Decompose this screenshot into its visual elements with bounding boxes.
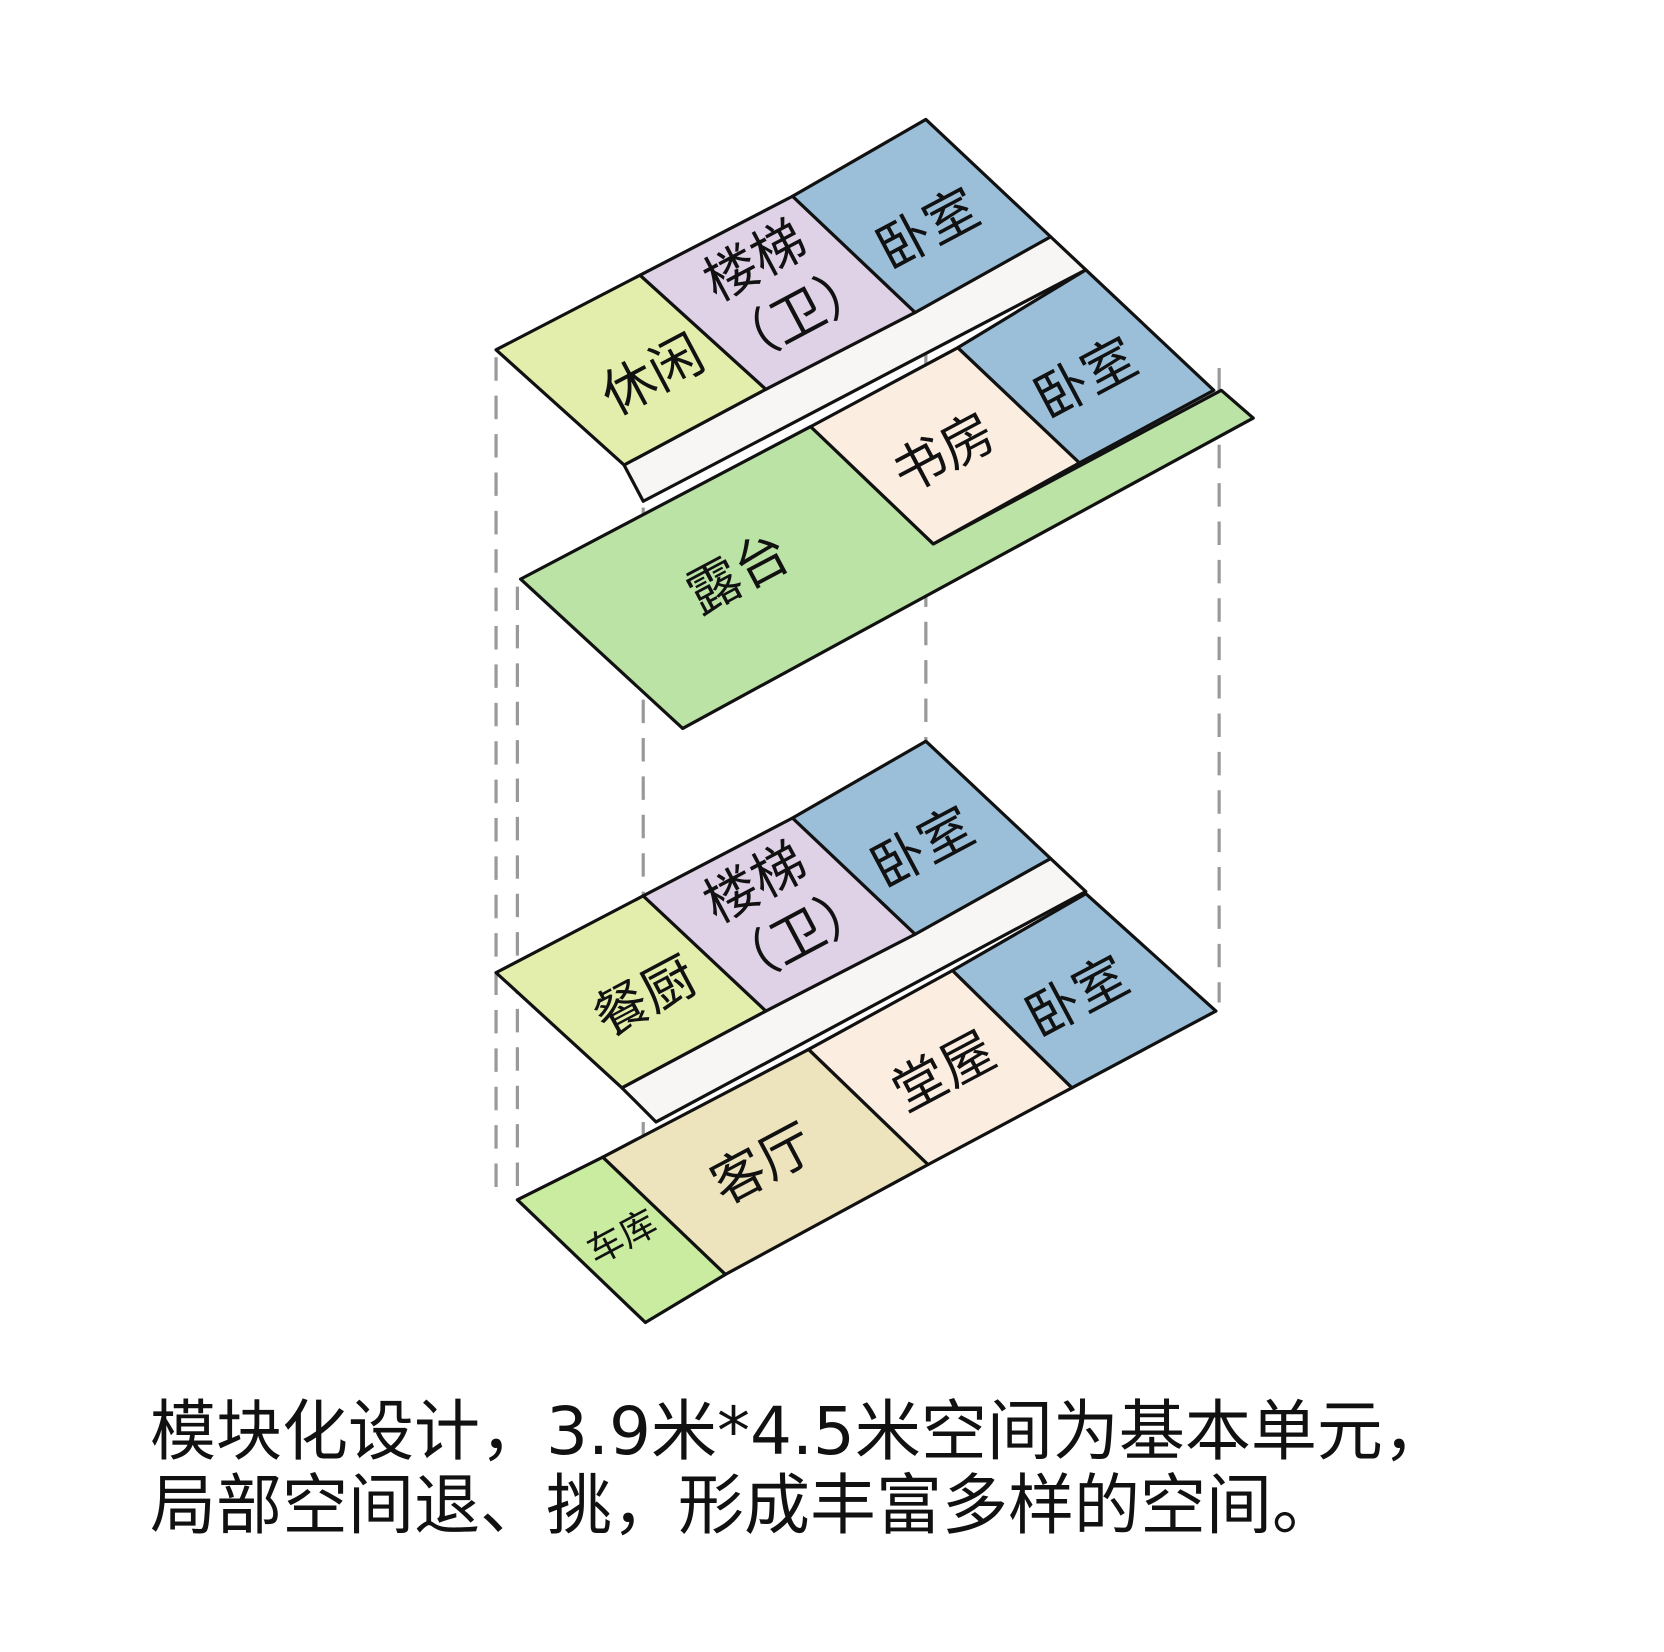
caption-line-2: 局部空间退、挑，形成丰富多样的空间。 [150, 1467, 1338, 1544]
caption: 模块化设计，3.9米*4.5米空间为基本单元， 局部空间退、挑，形成丰富多样的空… [150, 1395, 1449, 1543]
lower-floor: 餐厨 楼梯 （卫） 卧室 堂屋 卧室 客厅 车库 [494, 739, 1218, 1325]
room-garage [515, 1155, 727, 1325]
room-bedroom [790, 117, 1053, 315]
caption-line-1: 模块化设计，3.9米*4.5米空间为基本单元， [150, 1393, 1449, 1470]
room-bedroom [950, 892, 1218, 1090]
room-bedroom [790, 739, 1053, 936]
upper-floor: 休闲 楼梯 （卫） 卧室 书房 卧室 露台 [494, 117, 1255, 731]
room-bedroom [956, 268, 1216, 465]
